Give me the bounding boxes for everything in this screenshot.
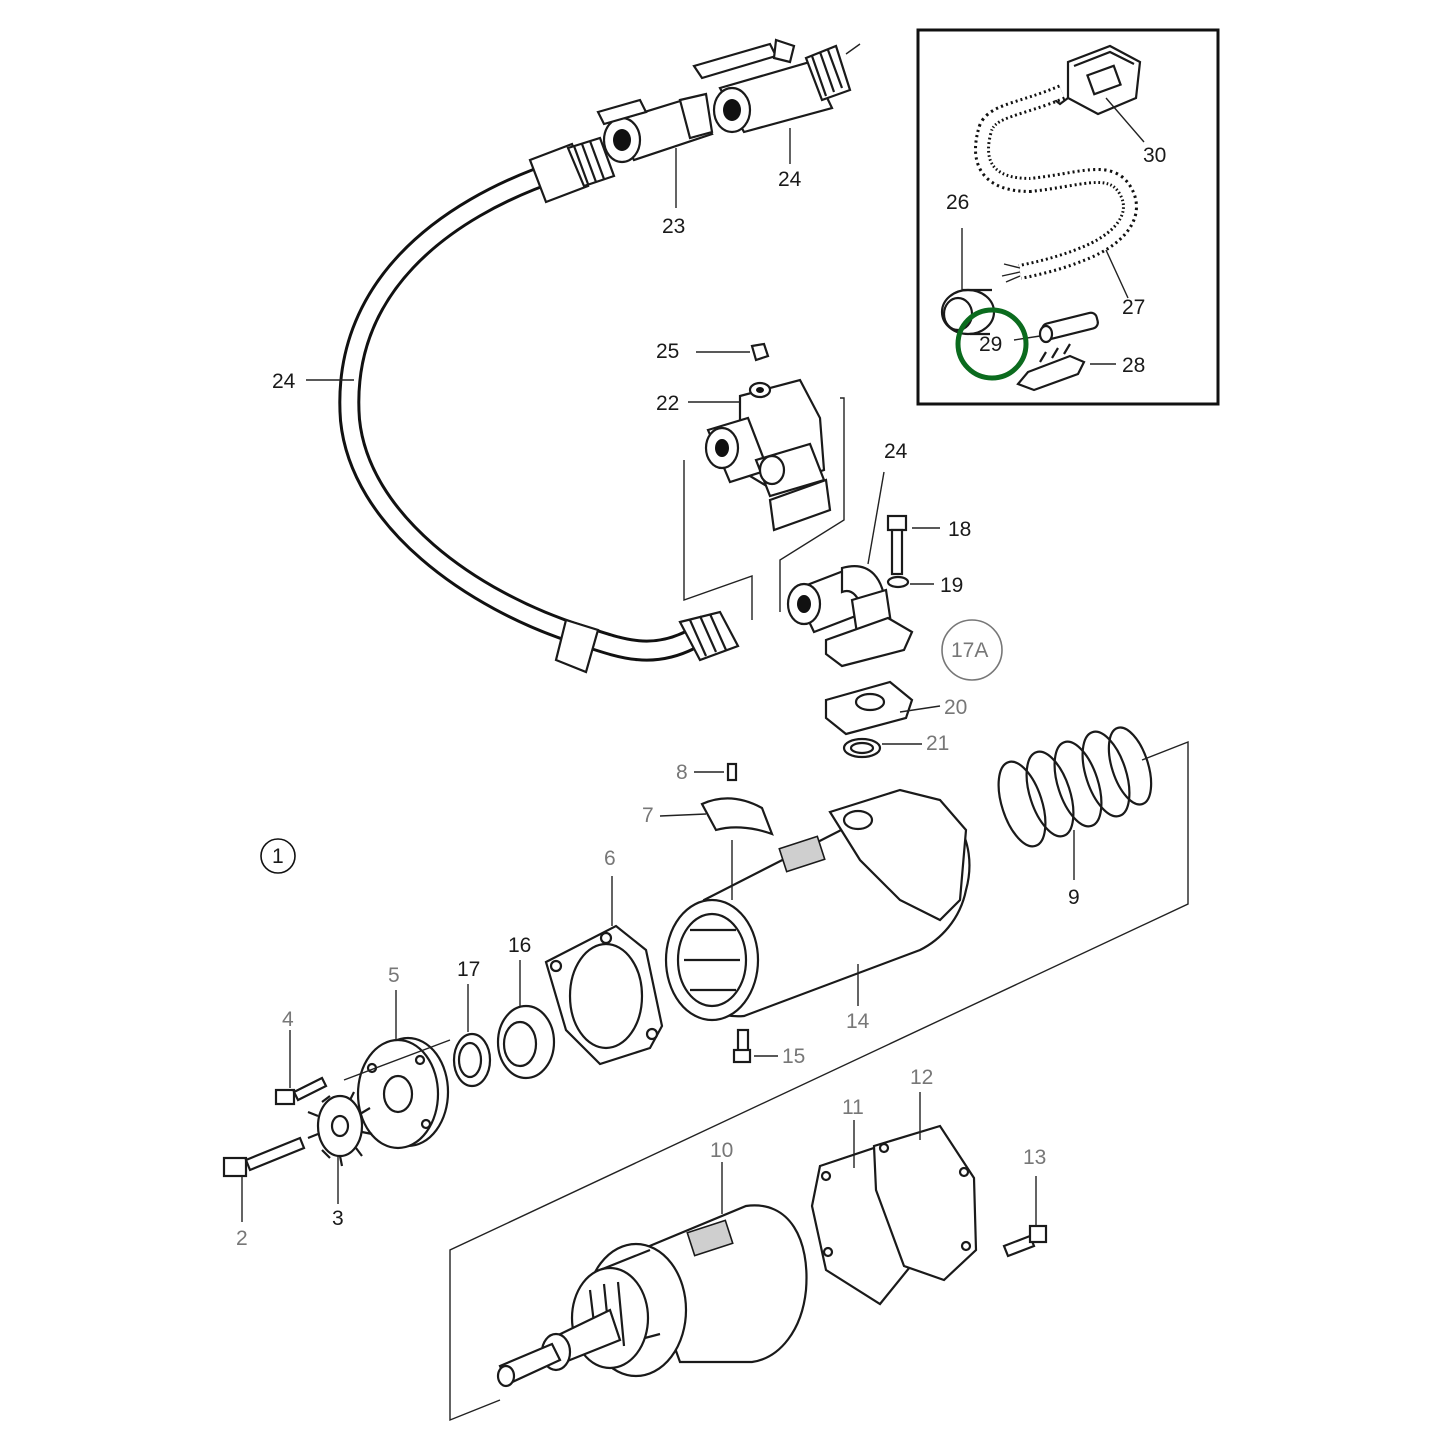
callout-24-hose: 24 (272, 370, 296, 393)
connector-housing (1049, 44, 1142, 116)
bolt-2 (222, 1136, 306, 1178)
callout-30: 30 (1143, 144, 1166, 167)
callout-11: 11 (842, 1096, 864, 1119)
seal-17 (452, 1032, 492, 1088)
callout-5: 5 (388, 964, 400, 987)
flange-20 (824, 680, 914, 736)
callout-17A: 17A (951, 639, 988, 662)
pump-housing-14 (664, 788, 971, 1022)
valve-block-22 (704, 378, 832, 532)
callout-28: 28 (1122, 354, 1145, 377)
highlight-ring-29[interactable] (955, 307, 1029, 381)
gasket-6 (544, 924, 664, 1066)
cable-harness (974, 84, 1138, 283)
elbow-fitting (786, 565, 914, 668)
o-ring-21 (842, 737, 882, 759)
callout-19: 19 (940, 574, 963, 597)
fitting-23 (596, 92, 714, 164)
callout-1: 1 (272, 845, 284, 868)
callout-12: 12 (910, 1066, 933, 1089)
terminal-clip (1016, 343, 1086, 392)
callout-20: 20 (944, 696, 967, 719)
callout-23: 23 (662, 215, 685, 238)
callout-21: 21 (926, 732, 949, 755)
screw-8 (726, 762, 738, 782)
callout-24-elbow: 24 (884, 440, 908, 463)
shaft-assembly-10 (496, 1204, 808, 1388)
plate-7 (700, 797, 774, 836)
callout-26: 26 (946, 191, 969, 214)
callout-27: 27 (1122, 296, 1145, 319)
callout-18: 18 (948, 518, 971, 541)
screw-13 (1002, 1224, 1048, 1258)
washer-19 (886, 575, 910, 589)
impeller-3 (307, 1091, 373, 1167)
callout-3: 3 (332, 1207, 344, 1230)
callout-9: 9 (1068, 886, 1080, 909)
callout-15: 15 (782, 1045, 805, 1068)
bolt-4 (274, 1076, 328, 1106)
terminal-pin (1038, 311, 1099, 344)
ball-valve-24 (692, 38, 861, 134)
callout-25: 25 (656, 340, 679, 363)
callout-24-top: 24 (778, 168, 802, 191)
hose-assembly (338, 136, 740, 674)
callout-8: 8 (676, 761, 688, 784)
callout-13: 13 (1023, 1146, 1046, 1169)
callout-16: 16 (508, 934, 531, 957)
callout-7: 7 (642, 804, 654, 827)
inset-panel: 30 26 27 29 28 (916, 28, 1220, 406)
nut-25 (750, 342, 770, 362)
callout-14: 14 (846, 1010, 870, 1033)
callout-29: 29 (979, 333, 1002, 356)
screw-15 (732, 1028, 752, 1064)
hose-fitting-top (528, 136, 616, 204)
callout-10: 10 (710, 1139, 733, 1162)
callout-6: 6 (604, 847, 616, 870)
callout-17: 17 (457, 958, 480, 981)
callout-4: 4 (282, 1008, 294, 1031)
callout-2: 2 (236, 1227, 248, 1250)
hose-fitting-bottom (554, 610, 740, 674)
cover-12 (872, 1124, 978, 1282)
bolt-18 (886, 514, 908, 576)
bearing-16 (496, 1004, 556, 1080)
callout-22: 22 (656, 392, 679, 415)
spring-9 (997, 726, 1153, 848)
end-cover-5 (356, 1036, 450, 1150)
